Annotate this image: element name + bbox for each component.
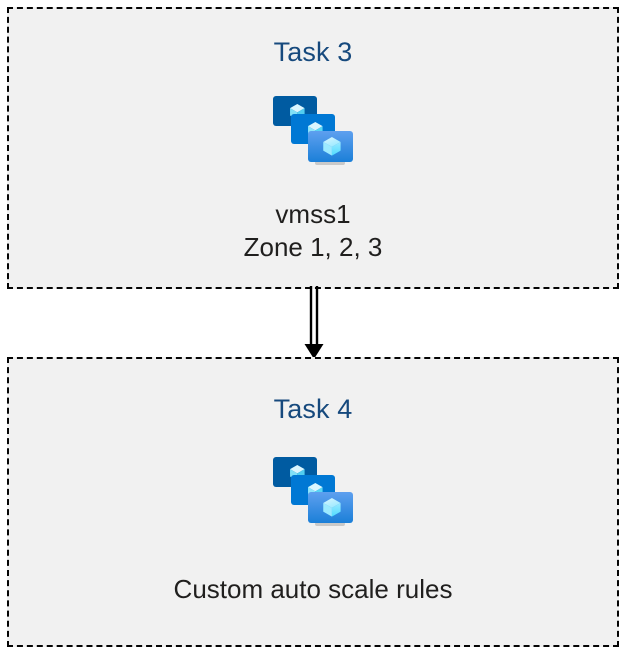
task-title-task3: Task 3: [273, 37, 353, 67]
task-box-task3[interactable]: Task 3: [7, 7, 619, 289]
caption-line-vmss1: vmss1: [275, 199, 351, 229]
vmss-icon: [273, 96, 353, 165]
connector-arrow-task3-to-task4: [304, 286, 324, 359]
task-box-task4[interactable]: Task 4: [7, 357, 619, 647]
caption-block-task3: vmss1 Zone 1, 2, 3: [244, 198, 383, 264]
vmss-icon: [273, 457, 353, 526]
task-title-task4: Task 4: [273, 394, 353, 424]
caption-line-autoscale: Custom auto scale rules: [173, 574, 453, 604]
caption-line-zone: Zone 1, 2, 3: [243, 232, 383, 262]
caption-block-task4: Custom auto scale rules: [174, 573, 453, 606]
arrowhead-icon: [304, 344, 324, 359]
